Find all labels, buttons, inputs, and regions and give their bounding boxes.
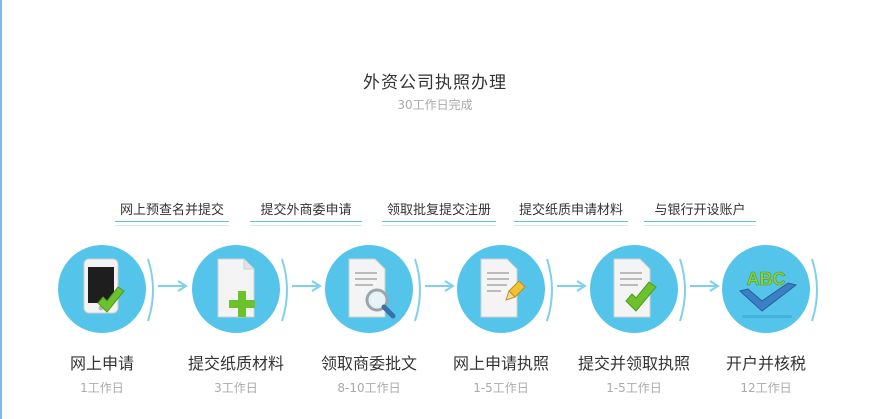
step-label: 提交纸质材料: [187, 354, 284, 373]
arrow-right-icon: [690, 280, 720, 292]
link-online-name-check[interactable]: 网上预查名并提交: [115, 199, 229, 226]
step-label: 提交并领取执照: [577, 354, 690, 373]
step-label: 网上申请执照: [452, 354, 549, 373]
document-check-icon: [613, 258, 657, 318]
step-duration: 8-10工作日: [337, 381, 401, 395]
step-duration: 12工作日: [740, 381, 792, 395]
ripple-arc-icon: [811, 258, 818, 322]
step-duration: 1-5工作日: [606, 381, 662, 395]
step-circle-license-collection[interactable]: [590, 245, 678, 333]
abc-check-icon: ABC: [738, 269, 798, 318]
phone-check-icon: [83, 258, 125, 314]
ripple-arc-icon: [546, 258, 553, 322]
step-duration: 1-5工作日: [473, 381, 529, 395]
step-circle-commerce-approval[interactable]: [325, 245, 413, 333]
link-open-bank-account[interactable]: 与银行开设账户: [644, 199, 756, 226]
step-circle-paper-materials[interactable]: [192, 245, 280, 333]
link-receive-approval-register[interactable]: 领取批复提交注册: [382, 199, 496, 226]
abc-text: ABC: [747, 269, 786, 289]
ripple-arc-icon: [147, 258, 154, 322]
document-pencil-icon: [480, 258, 526, 318]
step-circle-online-license[interactable]: [457, 245, 545, 333]
step-label: 开户并核税: [725, 354, 806, 373]
document-search-icon: [348, 258, 396, 319]
link-submit-paper-materials[interactable]: 提交纸质申请材料: [514, 199, 628, 226]
step-circle-online-application[interactable]: [58, 245, 146, 333]
step-circle-account-tax[interactable]: ABC: [722, 245, 810, 333]
step-label: 领取商委批文: [320, 354, 417, 373]
step-duration: 1工作日: [80, 381, 124, 395]
document-plus-icon: [217, 258, 255, 318]
page-title: 外资公司执照办理: [363, 73, 507, 93]
arrow-right-icon: [158, 280, 188, 292]
step-duration: 3工作日: [214, 381, 258, 395]
arrow-right-icon: [292, 280, 322, 292]
arrow-right-icon: [557, 280, 587, 292]
ripple-arc-icon: [281, 258, 288, 322]
left-edge-divider: [0, 0, 2, 419]
arrow-right-icon: [425, 280, 455, 292]
step-label: 网上申请: [69, 354, 134, 373]
ripple-arc-icon: [414, 258, 421, 322]
ripple-arc-icon: [679, 258, 686, 322]
page-subtitle: 30工作日完成: [397, 98, 473, 112]
link-submit-commerce-application[interactable]: 提交外商委申请: [250, 199, 362, 226]
